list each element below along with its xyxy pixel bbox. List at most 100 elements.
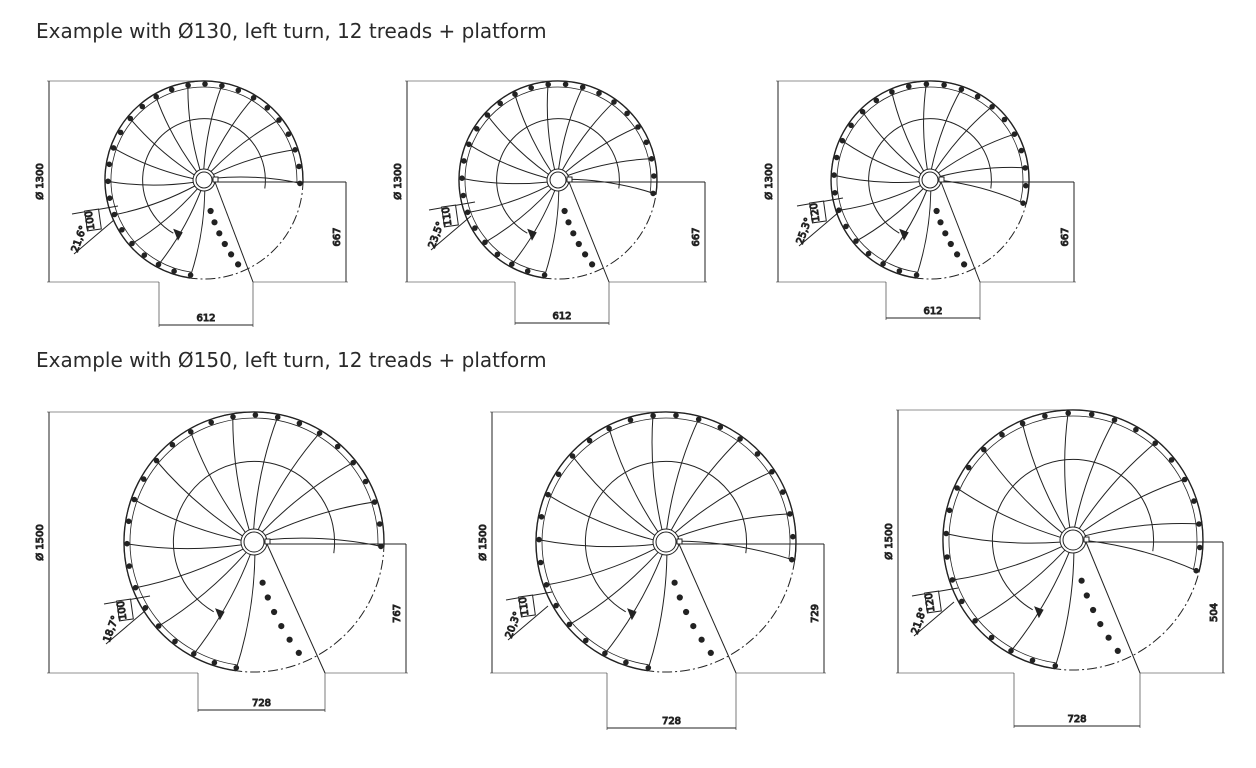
tread-line (940, 179, 1025, 204)
baluster-dot (350, 459, 357, 466)
baluster-dot (264, 594, 271, 601)
baluster-dot (1083, 592, 1090, 599)
baluster-dot (583, 637, 589, 644)
baluster-dot (512, 91, 518, 97)
baluster-dot (717, 424, 724, 431)
baluster-dot (754, 451, 761, 457)
tread-line (974, 549, 1066, 622)
baluster-dot (537, 559, 544, 566)
baluster-dot (650, 190, 656, 197)
outer-footprint-circle (123, 411, 385, 673)
baluster-dot (623, 659, 629, 666)
railing-arc (123, 411, 385, 672)
baluster-dot (127, 115, 134, 122)
tread-line (677, 513, 791, 538)
diameter-label: Ø 1500 (477, 524, 489, 561)
baluster-dot (1001, 116, 1008, 123)
rise-box (116, 598, 134, 622)
post-bracket (1083, 536, 1090, 543)
angle-leader (430, 215, 472, 251)
tread-line (189, 430, 246, 533)
baluster-dot (1197, 544, 1203, 551)
baluster-dot (565, 219, 572, 226)
baluster-dot (125, 518, 132, 525)
tread-line (647, 554, 668, 669)
tread-line (213, 149, 297, 175)
baluster-dot (789, 556, 795, 563)
baluster-dot (545, 491, 551, 498)
tread-line (567, 158, 653, 176)
baluster-dot (285, 131, 292, 137)
outer-footprint-circle (535, 411, 797, 673)
tread-line (940, 166, 1027, 177)
tread-line (155, 459, 243, 537)
tread-line (155, 95, 198, 173)
tread-line (1085, 522, 1201, 537)
angle-label: 21,8° (910, 606, 930, 635)
baluster-dot (524, 268, 531, 274)
baluster-dot (865, 250, 872, 257)
baluster-dot (988, 634, 995, 641)
baluster-dot (110, 145, 117, 151)
baluster-dot (334, 443, 341, 450)
baluster-dot (129, 240, 135, 247)
railing-arc (830, 80, 1030, 279)
diameter-label: Ø 1300 (763, 163, 775, 200)
baluster-dot (111, 211, 118, 218)
post-bracket (264, 538, 271, 545)
direction-arrow (215, 608, 225, 621)
baluster-dot (155, 623, 162, 629)
baluster-dot (472, 225, 478, 231)
baluster-dot (461, 158, 467, 164)
tread-line (841, 139, 920, 179)
tread-line (261, 461, 355, 533)
center-post-inner (921, 171, 939, 189)
baluster-dot (643, 139, 650, 146)
baluster-dot (543, 582, 550, 588)
baluster-dot (1191, 498, 1197, 504)
baluster-dot (276, 117, 282, 123)
rise-box (809, 200, 827, 224)
tread-line (1054, 552, 1075, 667)
tread-line (253, 416, 279, 530)
baluster-dot (873, 97, 880, 104)
baluster-dot (286, 636, 293, 643)
baluster-dot (566, 621, 573, 628)
baluster-dot (780, 489, 786, 495)
baluster-dot (859, 108, 866, 115)
baluster-dot (219, 82, 225, 89)
direction-arrow (627, 608, 637, 621)
center-post-inner (655, 531, 677, 553)
tread-line (561, 100, 615, 171)
angle-leader (105, 609, 147, 645)
baluster-dot (155, 261, 162, 268)
tread-line (207, 96, 255, 170)
baluster-dot (942, 230, 949, 237)
tread-line (460, 177, 548, 185)
tread-line (651, 414, 663, 530)
baluster-dot (923, 81, 930, 87)
baluster-dot (896, 268, 903, 274)
railing-inner-arc (464, 86, 652, 273)
baluster-dot (1019, 420, 1026, 427)
height-label: 667 (691, 227, 702, 246)
baluster-dot (1011, 131, 1018, 137)
baluster-dot (575, 240, 582, 248)
baluster-dot (698, 636, 705, 643)
tread-line (916, 190, 932, 277)
baluster-dot (959, 598, 965, 605)
baluster-dot (106, 195, 113, 201)
baluster-dot (848, 122, 854, 129)
tread-line (1064, 412, 1071, 528)
baluster-dot (271, 608, 278, 616)
rise-label: 100 (116, 600, 130, 620)
baluster-dot (536, 536, 542, 543)
angle-leader (73, 219, 115, 255)
tread-line (832, 174, 920, 183)
baluster-dot (562, 81, 569, 88)
baluster-dot (230, 414, 236, 420)
tread-line (666, 418, 700, 530)
tread-line (882, 190, 928, 265)
